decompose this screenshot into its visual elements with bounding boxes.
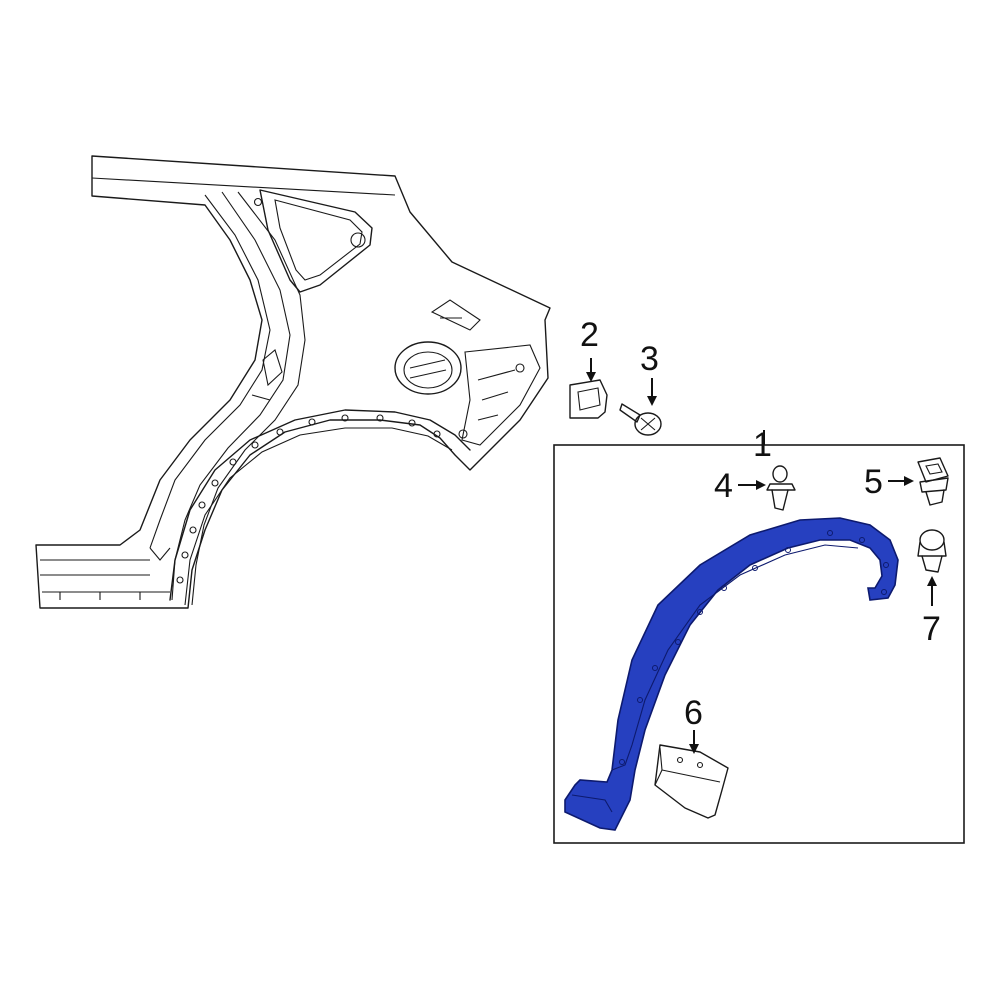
part-2-bracket — [569, 379, 608, 419]
callout-1: 1 — [753, 426, 772, 464]
part-6-mud-flap — [654, 744, 729, 819]
part-1-wheel-arch-moulding — [564, 517, 899, 831]
part-4-clip — [766, 465, 796, 511]
callout-7: 7 — [922, 610, 941, 648]
callout-2: 2 — [580, 316, 599, 354]
part-7-clip — [917, 529, 947, 573]
callout-4: 4 — [714, 467, 733, 505]
part-3-screw — [619, 403, 662, 436]
callout-5: 5 — [864, 463, 883, 501]
part-5-clip — [917, 457, 949, 506]
part-1-group-frame — [553, 444, 965, 844]
callout-arrows — [586, 358, 937, 754]
quarter-panel — [35, 155, 551, 609]
callout-3: 3 — [640, 340, 659, 378]
callout-6: 6 — [684, 694, 703, 732]
